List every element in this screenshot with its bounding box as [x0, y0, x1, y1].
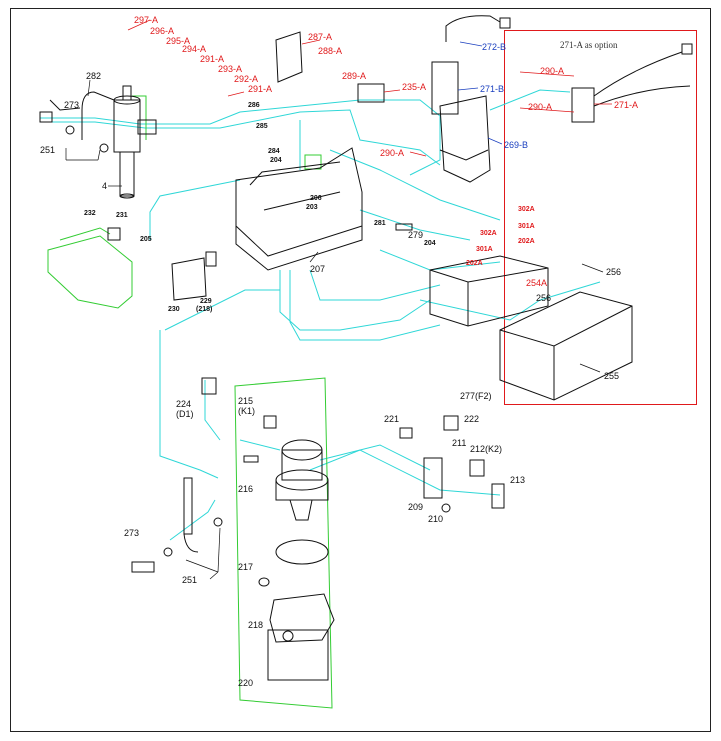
option-box [504, 30, 697, 405]
label-302a-2: 302A [480, 230, 497, 237]
part-valve-235a [357, 83, 385, 103]
label-205: 205 [140, 236, 152, 243]
option-box-title: 271-A as option [560, 40, 618, 50]
label-203: 203 [306, 204, 318, 211]
label-254a: 254A [526, 278, 548, 288]
label-220: 220 [238, 678, 254, 688]
label-271a-opt: 271-A [614, 100, 639, 110]
label-295a: 295-A [166, 36, 191, 46]
part-reservoir-254a [429, 255, 549, 327]
label-4: 4 [102, 181, 108, 191]
label-204-a: 204 [270, 157, 282, 164]
label-281: 281 [374, 220, 386, 227]
label-256-a: 256 [606, 267, 622, 277]
label-218: 218 [248, 620, 264, 630]
label-296a: 296-A [150, 26, 175, 36]
label-217: 217 [238, 562, 254, 572]
label-291a-b: 291-A [248, 84, 273, 94]
label-277: 277(F2) [460, 391, 492, 401]
label-202a-1: 202A [518, 238, 535, 245]
label-232: 232 [84, 210, 96, 217]
part-board-230 [171, 251, 217, 301]
label-206: 206 [310, 195, 322, 202]
label-286: 286 [248, 102, 260, 109]
label-213: 213 [510, 475, 526, 485]
part-small-parts [39, 111, 413, 463]
leader-lines [65, 19, 612, 580]
label-229: 229 [200, 298, 212, 305]
label-222: 222 [464, 414, 480, 424]
label-293a: 293-A [218, 64, 243, 74]
label-224-sub: (D1) [176, 409, 194, 419]
label-204-b: 204 [424, 240, 436, 247]
part-cylinder-4 [49, 85, 157, 199]
green-outlines [47, 95, 333, 709]
part-bracket-207 [235, 147, 363, 271]
label-289a: 289-A [342, 71, 367, 81]
label-229-sub: (218) [196, 306, 213, 313]
label-273-bot: 273 [124, 528, 140, 538]
label-287a: 287-A [308, 32, 333, 42]
label-235a: 235-A [402, 82, 427, 92]
label-224: 224 [176, 399, 192, 409]
part-rod-251-273 [65, 125, 223, 573]
label-210: 210 [428, 514, 444, 524]
label-209: 209 [408, 502, 424, 512]
part-option-271a [571, 43, 693, 123]
label-216: 216 [238, 484, 254, 494]
label-215: 215 [238, 396, 254, 406]
label-221: 221 [384, 414, 400, 424]
label-207: 207 [310, 264, 326, 274]
label-290a-1: 290-A [380, 148, 405, 158]
label-271b: 271-B [480, 84, 505, 94]
part-plug-272b [445, 15, 511, 42]
label-272b: 272-B [482, 42, 507, 52]
label-212: 212(K2) [470, 444, 503, 454]
part-tank-255 [499, 291, 633, 401]
label-294a: 294-A [182, 44, 207, 54]
diagram-frame [10, 8, 711, 732]
label-284: 284 [268, 148, 280, 155]
label-292a: 292-A [234, 74, 259, 84]
part-box-269b [431, 61, 491, 183]
label-291a-top: 291-A [200, 54, 225, 64]
label-290a-opt2: 290-A [528, 102, 553, 112]
label-231: 231 [116, 212, 128, 219]
label-211: 211 [452, 438, 467, 448]
label-251-bot: 251 [182, 575, 198, 585]
label-202a-2: 202A [466, 260, 483, 267]
label-288a: 288-A [318, 46, 343, 56]
label-269b: 269-B [504, 140, 529, 150]
label-301a-1: 301A [518, 223, 535, 230]
label-279: 279 [408, 230, 424, 240]
label-230: 230 [168, 306, 180, 313]
label-290a-opt1: 290-A [540, 66, 565, 76]
label-282: 282 [86, 71, 102, 81]
label-215-sub: (K1) [238, 406, 256, 416]
label-256-b: 256 [536, 293, 552, 303]
label-302a-1: 302A [518, 206, 535, 213]
label-285: 285 [256, 123, 268, 130]
label-273-top: 273 [64, 100, 80, 110]
label-301a-2: 301A [476, 246, 493, 253]
part-pump-217-218 [258, 439, 335, 681]
part-cover-287a [275, 31, 303, 83]
part-relays-209-213 [399, 415, 505, 513]
label-251-top: 251 [40, 145, 56, 155]
label-297a: 297-A [134, 15, 159, 25]
label-255: 255 [604, 371, 620, 381]
